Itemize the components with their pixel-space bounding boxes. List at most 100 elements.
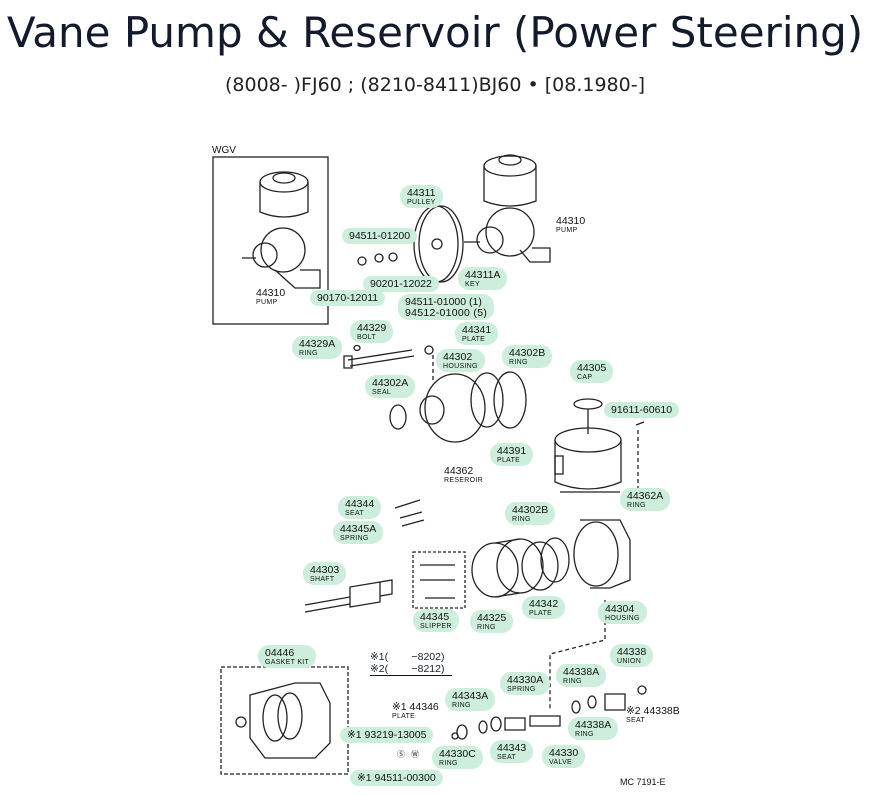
- part-name: 94512-01000 (5): [405, 306, 488, 319]
- part-callout-94511-01200[interactable]: 94511-01200: [342, 228, 418, 244]
- part-name: RING: [299, 349, 318, 357]
- part-name: RING: [452, 701, 471, 709]
- part-number: 44311A: [465, 269, 501, 281]
- part-number: 44330: [549, 747, 579, 759]
- part-number: ※1 94511-00300: [357, 772, 436, 784]
- part-name: SEAT: [626, 716, 645, 724]
- part-name: RING: [563, 677, 582, 685]
- part-number: 44302: [443, 351, 473, 363]
- part-callout-90201-12022[interactable]: 90201-12022: [363, 276, 439, 292]
- part-name: PLATE: [529, 609, 553, 617]
- cam-ring-drawing: [471, 537, 570, 598]
- legend-range: ( −8202): [384, 651, 445, 663]
- bolt-drawing: [343, 349, 415, 369]
- part-name: SEAL: [372, 388, 392, 396]
- part-number: 44329: [357, 322, 387, 334]
- front-housing-drawing: [419, 371, 527, 443]
- part-name: PULLEY: [407, 198, 436, 206]
- inset-label: WGV: [212, 145, 236, 156]
- part-number: 44302A: [372, 377, 409, 389]
- part-number: 44304: [605, 603, 635, 615]
- figure-code: MC 7191-E: [620, 777, 666, 787]
- wgv-pump-drawing: [242, 171, 321, 289]
- part-name: PLATE: [497, 456, 521, 464]
- seal-drawing: [389, 404, 407, 430]
- wgv-inset-frame: [212, 156, 329, 325]
- part-callout-94511-010001[interactable]: 94511-01000 (1)94512-01000 (5): [398, 294, 495, 320]
- part-name: RING: [512, 515, 531, 523]
- page-title: Vane Pump & Reservoir (Power Steering): [6, 8, 864, 57]
- part-number: 44338A: [563, 666, 600, 678]
- part-number: 44330C: [439, 748, 476, 760]
- part-name: GASKET KIT: [265, 658, 310, 666]
- part-number: ※1 44346: [392, 701, 439, 713]
- part-number: ※2 44338B: [626, 705, 680, 717]
- part-number: ※1 93219-13005: [347, 729, 427, 741]
- part-number: 44325: [477, 612, 507, 624]
- part-number: 44305: [577, 362, 607, 374]
- part-number: 44310: [556, 215, 586, 227]
- part-callout-91611-60610[interactable]: 91611-60610: [604, 402, 680, 418]
- part-name: SEAT: [497, 753, 516, 761]
- part-name: CAP: [577, 373, 593, 381]
- part-number: 90201-12022: [370, 278, 432, 290]
- part-name: RESEROIR: [444, 476, 483, 484]
- w-mark: Ⓦ: [411, 750, 419, 759]
- part-callout-90170-12011[interactable]: 90170-12011: [310, 290, 386, 306]
- part-number: 44310: [256, 287, 286, 299]
- page-subtitle: (8008- )FJ60 ; (8210-8411)BJ60 • [08.198…: [224, 74, 645, 96]
- part-number: 44344: [345, 498, 375, 510]
- part-number: 44362A: [627, 490, 664, 502]
- slipper-box: [412, 551, 466, 609]
- legend-range: ( −8212): [384, 663, 445, 675]
- part-callout-194511-00300[interactable]: ※1 94511-00300: [350, 770, 443, 786]
- part-name: SLIPPER: [420, 622, 452, 630]
- part-number: 44341: [462, 324, 492, 336]
- part-callout-193219-13005[interactable]: ※1 93219-13005: [340, 727, 434, 743]
- part-number: 44302B: [512, 504, 549, 516]
- pulley-drawing: [413, 205, 464, 283]
- part-number: 44343A: [452, 690, 489, 702]
- part-name: UNION: [617, 657, 642, 665]
- part-number: 44362: [444, 465, 474, 477]
- part-name: RING: [439, 759, 458, 767]
- part-number: 44338: [617, 646, 647, 658]
- part-name: PUMP: [556, 226, 578, 234]
- part-name: HOUSING: [443, 362, 478, 370]
- part-name: KEY: [465, 280, 480, 288]
- seat-spring-drawing: [394, 499, 425, 527]
